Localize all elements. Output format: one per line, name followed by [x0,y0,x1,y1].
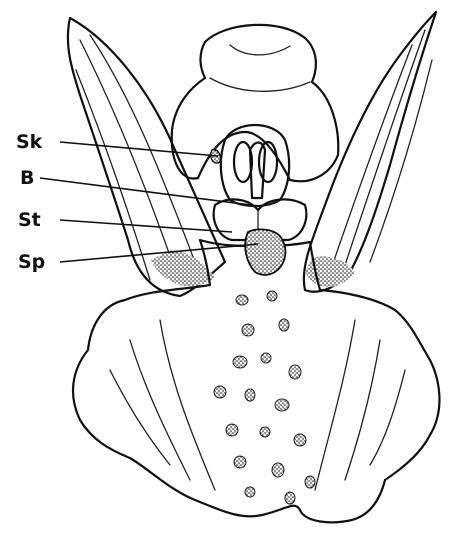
label-st: St [18,209,41,231]
column [211,125,289,206]
speculum [245,229,285,275]
lip-spots [214,291,315,504]
labellum [73,240,439,522]
label-sk: Sk [16,131,43,153]
label-b: B [20,167,34,189]
dorsal-sepal [172,25,339,181]
label-sp: Sp [18,251,45,273]
right-petal [304,12,436,292]
leader-sk [60,142,218,156]
